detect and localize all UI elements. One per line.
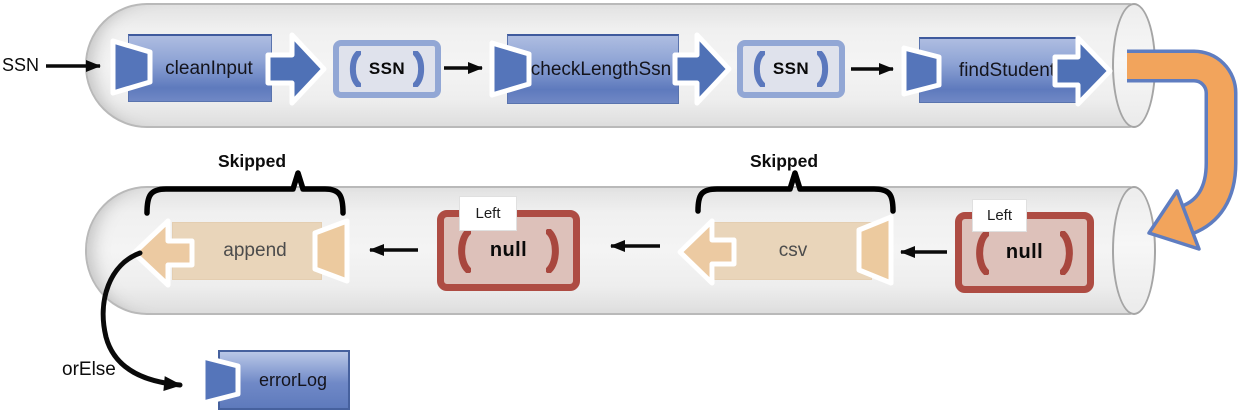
input-funnel-icon [110,38,153,96]
function-label: append [223,240,287,261]
value-box-ssn-2: SSN [737,40,845,98]
bracket-open-icon [349,51,361,87]
bracket-close-icon [1060,230,1073,275]
bracket-close-icon [413,51,425,87]
value-label: null [1005,241,1044,263]
output-arrow-icon [265,32,327,106]
skipped-annotation-right: Skipped [749,151,819,171]
function-block-findstudent: findStudent [901,31,1115,111]
pipeline-input-label: SSN [2,55,40,75]
bottom-pipe-end-cap [1112,186,1156,315]
bracket-close-icon [817,51,829,87]
bracket-open-icon [458,228,471,273]
bracket-open-icon [976,230,989,275]
value-label: SSN [368,59,406,78]
output-arrow-left-icon [677,218,737,286]
input-funnel-icon [200,354,241,406]
function-label: errorLog [258,369,328,390]
function-block-errorlog: errorLog [200,348,350,412]
output-arrow-icon [1052,35,1113,107]
value-box-ssn-1: SSN [333,40,441,98]
function-label: checkLengthSsn [530,58,672,80]
left-badge-1: Left [459,196,517,231]
top-pipe-end-cap [1112,3,1156,128]
function-block-csv: csv [674,214,894,290]
input-funnel-icon [901,45,942,97]
input-funnel-right-icon [312,218,350,284]
bracket-close-icon [546,228,559,273]
output-arrow-icon [672,32,732,106]
function-label: cleanInput [165,57,253,79]
skipped-annotation-left: Skipped [217,151,287,171]
function-block-append: append [128,214,350,290]
value-label: null [489,239,528,261]
input-funnel-icon [489,40,532,98]
value-label: SSN [772,59,810,78]
function-label: findStudent [958,59,1056,81]
function-label: csv [778,240,808,261]
bracket-open-icon [753,51,765,87]
function-block-cleaninput: cleanInput [110,28,330,110]
output-arrow-left-icon [131,218,195,288]
left-badge-2: Left [972,199,1027,232]
orelse-operator-label: orElse [62,359,116,380]
function-block-checklengthssn: checkLengthSsn [489,28,732,110]
input-funnel-right-icon [856,214,894,286]
